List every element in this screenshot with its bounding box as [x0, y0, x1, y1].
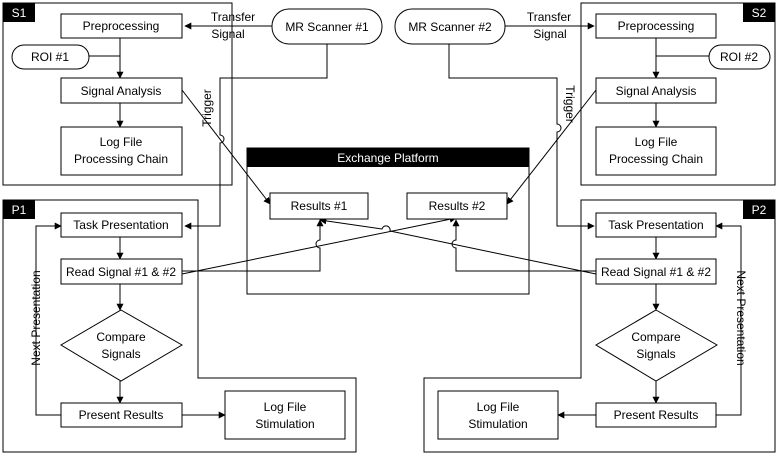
panel-s1-label: S1	[12, 6, 27, 20]
transfer-signal-2-line2: Signal	[533, 27, 566, 41]
trigger-2-label: Trigger	[563, 85, 577, 123]
panel-s1-tag	[3, 3, 35, 22]
edge-read2-results2	[451, 219, 596, 272]
edge-scanner2-trigger2	[448, 44, 595, 230]
read-signal-2-box	[595, 258, 717, 285]
read-signal-2-label: Read Signal #1 & #2	[601, 265, 711, 279]
roi-2-pill	[708, 44, 771, 70]
read-signal-1-box	[60, 258, 183, 285]
transfer-signal-2-line1: Transfer	[527, 10, 571, 24]
edge-analysis1-results1	[181, 89, 271, 205]
mr-scanner-2-label: MR Scanner #2	[408, 20, 492, 34]
log-processing-1-box	[60, 126, 183, 176]
roi-1-label: ROI #1	[31, 50, 69, 64]
panel-p1	[2, 199, 357, 453]
next-presentation-1-label: Next Presentation	[29, 270, 43, 365]
log-stimulation-1-box	[224, 390, 346, 440]
next-presentation-2-label: Next Presentation	[734, 270, 748, 365]
panel-s1	[2, 2, 233, 186]
compare-signals-2-line1: Compare	[631, 330, 681, 344]
log-stimulation-2-box	[437, 390, 559, 440]
task-presentation-2-label: Task Presentation	[608, 218, 703, 232]
panel-s2	[580, 2, 776, 186]
log-stimulation-2-line2: Stimulation	[468, 417, 527, 431]
signal-analysis-1-label: Signal Analysis	[81, 84, 162, 98]
present-results-1-box	[60, 402, 183, 428]
panel-p1-tag	[3, 200, 35, 219]
results-2-box	[406, 192, 508, 220]
mr-scanner-1-pill	[271, 8, 383, 45]
edge-scanner1-trigger1	[184, 44, 328, 230]
results-1-box	[269, 192, 369, 220]
edge-next-presentation-2	[715, 222, 742, 416]
present-results-2-box	[595, 402, 717, 428]
log-processing-1-line2: Processing Chain	[74, 152, 168, 166]
compare-signals-1-diamond	[60, 309, 183, 382]
preprocessing-2-label: Preprocessing	[618, 19, 695, 33]
transfer-signal-1-line1: Transfer	[211, 10, 255, 24]
edge-read2-results1	[319, 217, 597, 275]
edge-analysis2-results2	[506, 89, 597, 205]
log-processing-2-line2: Processing Chain	[609, 152, 703, 166]
results-1-label: Results #1	[291, 199, 348, 213]
results-2-label: Results #2	[429, 199, 486, 213]
roi-2-label: ROI #2	[720, 50, 758, 64]
edge-read1-results2	[181, 215, 457, 275]
log-stimulation-1-line2: Stimulation	[255, 417, 314, 431]
compare-signals-1-line2: Signals	[101, 347, 140, 361]
exchange-platform-header	[247, 148, 529, 167]
panel-p1-label: P1	[12, 203, 27, 217]
read-signal-1-label: Read Signal #1 & #2	[66, 265, 176, 279]
task-presentation-1-box	[60, 212, 183, 238]
log-processing-2-box	[595, 126, 717, 176]
panel-s2-label: S2	[752, 6, 767, 20]
signal-analysis-1-box	[60, 77, 183, 104]
preprocessing-1-label: Preprocessing	[83, 19, 160, 33]
compare-signals-1-line1: Compare	[96, 330, 146, 344]
panel-s2-tag	[743, 3, 775, 22]
edge-read1-results1	[182, 219, 324, 272]
signal-analysis-2-box	[595, 77, 717, 104]
exchange-platform	[246, 147, 530, 295]
present-results-1-label: Present Results	[79, 408, 164, 422]
transfer-signal-1-line2: Signal	[211, 27, 244, 41]
trigger-1-label: Trigger	[200, 89, 214, 127]
preprocessing-2-box	[595, 13, 717, 39]
exchange-platform-title: Exchange Platform	[337, 151, 438, 165]
preprocessing-1-box	[60, 13, 183, 39]
log-stimulation-1-line1: Log File	[264, 400, 307, 414]
mr-scanner-1-label: MR Scanner #1	[285, 20, 369, 34]
log-processing-2-line1: Log File	[635, 135, 678, 149]
task-presentation-2-box	[595, 212, 717, 238]
edge-next-presentation-1	[35, 222, 62, 416]
compare-signals-2-diamond	[595, 309, 718, 382]
task-presentation-1-label: Task Presentation	[73, 218, 168, 232]
log-stimulation-2-line1: Log File	[477, 400, 520, 414]
panel-p2-tag	[743, 200, 775, 219]
roi-1-pill	[11, 44, 90, 70]
log-processing-1-line1: Log File	[100, 135, 143, 149]
compare-signals-2-line2: Signals	[636, 347, 675, 361]
panel-p2-label: P2	[752, 203, 767, 217]
present-results-2-label: Present Results	[614, 408, 699, 422]
signal-analysis-2-label: Signal Analysis	[616, 84, 697, 98]
mr-scanner-2-pill	[394, 8, 506, 45]
